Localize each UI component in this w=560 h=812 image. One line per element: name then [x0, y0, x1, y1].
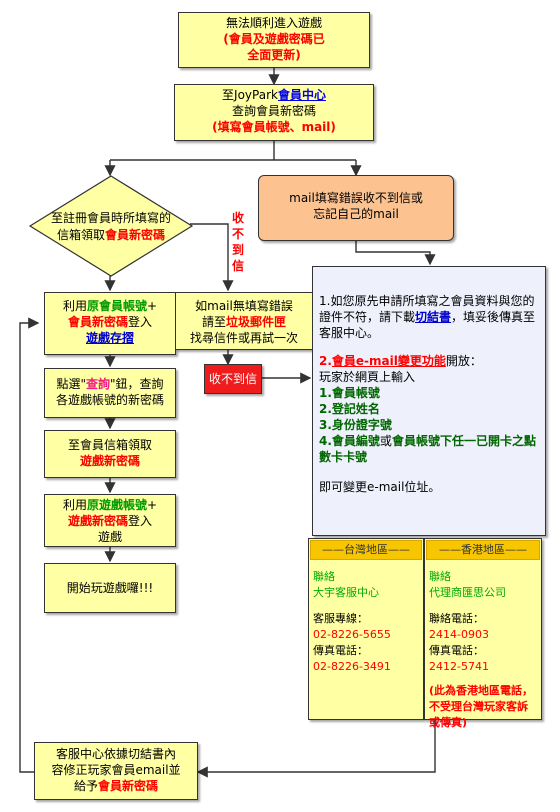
affidavit-link[interactable]: 切結書 [415, 310, 452, 324]
info-panel: 1.如您原先申請所填寫之會員資料與您的證件不符，請下載切結書，填妥後傳真至客服中… [312, 266, 546, 536]
start-line-2: (會員及遊戲密碼已 [223, 32, 325, 46]
member-center-link[interactable]: 會員中心 [277, 88, 326, 102]
diamond-line-2a: 信箱領取 [56, 228, 105, 242]
joypark-prefix: 至JoyPark [222, 88, 278, 102]
decision-diamond [28, 175, 194, 277]
step-start-playing: 開始玩遊戲囉!!! [44, 563, 176, 613]
step-login-game: 利用原遊戲帳號+ 遊戲新密碼登入 遊戲 [44, 494, 176, 547]
mail-error-box: mail填寫錯誤收不到信或 忘記自己的mail [258, 175, 454, 241]
spam-check-box: 如mail無填寫錯誤 請至垃圾郵件匣 找尋信件或再試一次 [175, 292, 313, 350]
joypark-box: 至JoyPark會員中心 查詢會員新密碼 (填寫會員帳號、mail) [174, 84, 374, 141]
start-line-1: 無法順利進入遊戲 [225, 16, 322, 30]
mail-error-line-1: mail填寫錯誤收不到信或 [289, 191, 423, 205]
start-line-3: 全面更新) [247, 48, 301, 62]
no-mail-box: 收不到信 [204, 364, 262, 394]
step-query-button: 點選"查詢"鈕，查詢 各遊戲帳號的新密碼 [44, 368, 176, 418]
game-bankbook-link[interactable]: 遊戲存摺 [85, 331, 134, 345]
taiwan-contact-panel: 聯絡 大宇客服中心 客服專線： 02-8226-5655 傳真電話： 02-82… [308, 538, 424, 720]
mail-error-line-2: 忘記自己的mail [313, 207, 399, 221]
hongkong-contact-panel: 聯絡 代理商匯思公司 聯絡電話： 2414-0903 傳真電話： 2412-57… [424, 538, 542, 729]
joypark-line-2: 查詢會員新密碼 [231, 104, 316, 118]
email-change-link[interactable]: 會員e-mail變更功能 [331, 354, 446, 368]
step-login-bankbook: 利用原會員帳號+ 會員新密碼登入 遊戲存摺 [44, 292, 176, 355]
no-mail-vertical-label: 收 不 到 信 [231, 211, 244, 273]
diamond-line-1: 至註冊會員時所填寫的 [50, 211, 171, 225]
hongkong-header: ——香港地區—— [426, 540, 540, 560]
step-get-game-password: 至會員信箱領取 遊戲新密碼 [44, 430, 176, 478]
taiwan-header: ——台灣地區—— [310, 540, 422, 560]
diamond-line-2b: 會員新密碼 [105, 228, 166, 242]
start-box: 無法順利進入遊戲 (會員及遊戲密碼已 全面更新) [178, 12, 370, 68]
service-fix-box: 客服中心依據切結書內 容修正玩家會員email並 給予會員新密碼 [34, 742, 198, 800]
joypark-line-3: (填寫會員帳號、mail) [212, 120, 336, 134]
diamond-text: 至註冊會員時所填寫的 信箱領取會員新密碼 [40, 210, 182, 244]
